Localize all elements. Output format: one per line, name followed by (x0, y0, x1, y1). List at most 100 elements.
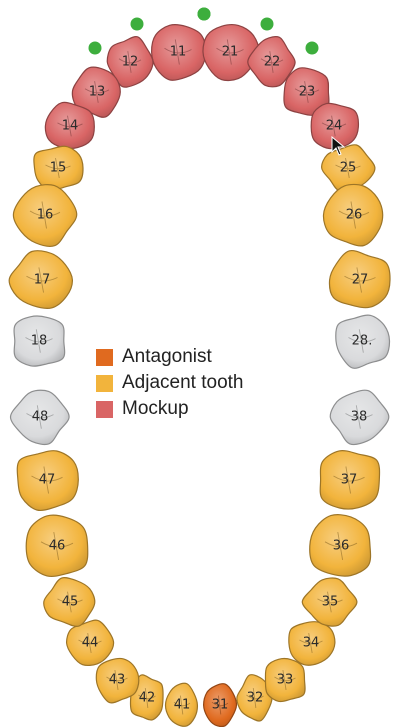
legend: Antagonist Adjacent tooth Mockup (96, 344, 243, 422)
tooth-46[interactable]: 46 (25, 514, 89, 578)
tooth-crown (12, 183, 78, 247)
legend-item-adjacent: Adjacent tooth (96, 370, 243, 396)
tooth-number: 44 (82, 636, 99, 651)
tooth-36[interactable]: 36 (309, 514, 372, 577)
tooth-fissure (164, 39, 192, 65)
tooth-fissure (25, 329, 53, 353)
tooth-43[interactable]: 43 (95, 657, 140, 704)
tooth-crown (328, 249, 391, 309)
tooth-crown (106, 35, 154, 88)
tooth-fissure (106, 670, 128, 690)
tooth-25[interactable]: 25 (321, 144, 376, 192)
tooth-crown (13, 315, 66, 367)
tooth-12[interactable]: 12 (106, 35, 154, 88)
tooth-fissure (138, 688, 156, 708)
tooth-fissure (40, 531, 74, 561)
tooth-14[interactable]: 14 (44, 101, 95, 150)
tooth-number: 41 (174, 698, 191, 713)
tooth-number: 24 (326, 119, 343, 134)
tooth-37[interactable]: 37 (319, 450, 381, 510)
tooth-fissure (118, 51, 142, 73)
selection-marker-13 (88, 41, 102, 55)
tooth-41[interactable]: 41 (164, 682, 199, 727)
tooth-21[interactable]: 21 (202, 24, 260, 82)
tooth-fissure (317, 591, 343, 613)
tooth-fissure (84, 81, 110, 103)
legend-swatch-mockup (96, 400, 113, 418)
tooth-38[interactable]: 38 (329, 389, 390, 446)
tooth-crown (25, 514, 89, 578)
tooth-number: 37 (341, 473, 358, 488)
tooth-32[interactable]: 32 (236, 674, 273, 722)
tooth-crown (65, 619, 115, 667)
legend-label-mockup: Mockup (122, 398, 189, 419)
tooth-fissure (344, 267, 376, 293)
tooth-35[interactable]: 35 (301, 577, 358, 627)
tooth-crown (310, 102, 360, 150)
selection-marker-12 (130, 17, 144, 31)
tooth-number: 34 (303, 636, 320, 651)
tooth-fissure (338, 201, 370, 229)
tooth-crown (329, 389, 390, 446)
tooth-number: 28. (352, 334, 373, 349)
tooth-number: 23 (299, 85, 316, 100)
tooth-16[interactable]: 16 (12, 183, 78, 247)
tooth-31[interactable]: 31 (202, 683, 238, 727)
tooth-fissure (348, 329, 376, 353)
tooth-45[interactable]: 45 (43, 577, 96, 628)
tooth-fissure (29, 201, 61, 229)
tooth-fissure (274, 670, 296, 690)
tooth-11[interactable]: 11 (150, 24, 207, 81)
tooth-number: 13 (89, 85, 106, 100)
tooth-number: 12 (122, 55, 139, 70)
tooth-number: 27 (352, 273, 369, 288)
tooth-48[interactable]: 48 (9, 389, 70, 446)
tooth-number: 43 (109, 673, 126, 688)
tooth-number: 45 (62, 595, 79, 610)
tooth-crown (264, 658, 306, 703)
tooth-number: 48 (32, 410, 49, 425)
tooth-15[interactable]: 15 (33, 145, 84, 192)
tooth-number: 47 (39, 473, 56, 488)
tooth-24[interactable]: 24 (310, 102, 360, 150)
tooth-fissure (294, 81, 320, 103)
tooth-number: 31 (212, 698, 229, 713)
tooth-fissure (173, 695, 191, 715)
tooth-26[interactable]: 26 (322, 183, 384, 247)
tooth-33[interactable]: 33 (264, 658, 306, 703)
tooth-number: 15 (50, 161, 67, 176)
tooth-number: 18 (31, 334, 48, 349)
tooth-18[interactable]: 18 (13, 315, 66, 367)
tooth-crown (150, 24, 207, 81)
mouse-cursor-icon (331, 136, 345, 156)
legend-item-antagonist: Antagonist (96, 344, 243, 370)
tooth-crown (319, 450, 381, 510)
tooth-number: 42 (139, 691, 156, 706)
tooth-13[interactable]: 13 (71, 66, 121, 118)
tooth-fissure (57, 591, 83, 613)
tooth-34[interactable]: 34 (288, 621, 336, 666)
tooth-fissure (333, 466, 365, 494)
tooth-44[interactable]: 44 (65, 619, 115, 667)
tooth-22[interactable]: 22 (247, 36, 296, 88)
legend-item-mockup: Mockup (96, 396, 243, 422)
tooth-number: 25 (340, 161, 357, 176)
tooth-number: 11 (170, 45, 187, 60)
tooth-47[interactable]: 47 (16, 450, 79, 511)
tooth-fissure (299, 633, 323, 653)
legend-swatch-antagonist (96, 348, 113, 366)
tooth-number: 36 (333, 539, 350, 554)
tooth-fissure (324, 531, 358, 561)
tooth-fissure (345, 405, 373, 429)
tooth-23[interactable]: 23 (283, 67, 330, 116)
tooth-number: 33 (277, 673, 294, 688)
tooth-27[interactable]: 27 (328, 249, 391, 309)
legend-label-adjacent: Adjacent tooth (122, 372, 244, 393)
tooth-28[interactable]: 28. (335, 314, 391, 369)
tooth-fissure (45, 158, 71, 178)
tooth-fissure (260, 51, 284, 73)
tooth-number: 16 (37, 208, 54, 223)
tooth-fissure (57, 115, 83, 137)
tooth-fissure (246, 688, 264, 708)
tooth-17[interactable]: 17 (8, 250, 74, 309)
